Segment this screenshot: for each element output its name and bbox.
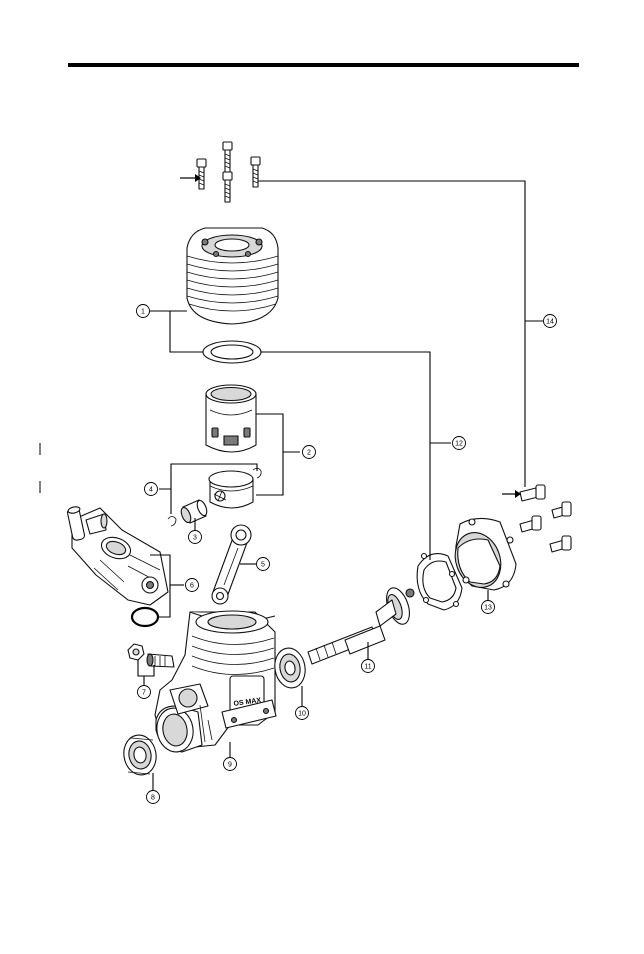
callout-number: 9 — [228, 762, 232, 769]
callout-5: 5 — [257, 558, 270, 571]
needle-screw — [147, 654, 174, 667]
crankcase: OS MAX — [153, 611, 276, 755]
backplate-screw — [552, 502, 571, 518]
callout-number: 5 — [261, 562, 265, 569]
crankshaft — [308, 585, 414, 664]
head-screws — [180, 142, 260, 202]
callout-3: 3 — [189, 531, 202, 544]
head-screw — [251, 157, 260, 187]
needle-nut — [128, 644, 144, 660]
callout-2: 2 — [303, 446, 316, 459]
callout-number: 14 — [546, 319, 554, 326]
backplate-screw — [520, 516, 541, 532]
callout-number: 1 — [141, 309, 145, 316]
callout-12: 12 — [453, 437, 466, 450]
arrow-icon — [502, 490, 521, 498]
callout-number: 6 — [190, 583, 194, 590]
piston — [209, 471, 253, 508]
backplate-screw — [520, 485, 545, 501]
callout-number: 3 — [193, 535, 197, 542]
header-rule — [68, 63, 579, 67]
callout-number: 4 — [149, 487, 153, 494]
wrist-pin — [179, 499, 208, 524]
callout-number: 10 — [298, 711, 306, 718]
callout-11: 11 — [362, 660, 375, 673]
callout-number: 2 — [307, 450, 311, 457]
cylinder-head — [187, 228, 278, 324]
callout-9: 9 — [224, 758, 237, 771]
backplate-screw — [550, 536, 571, 552]
callout-number: 12 — [455, 441, 463, 448]
arrow-icon — [180, 174, 201, 182]
head-screw — [223, 142, 232, 172]
front-bearing — [272, 646, 308, 691]
head-screw — [197, 159, 206, 189]
head-gasket — [203, 341, 261, 363]
callout-number: 7 — [142, 690, 146, 697]
callout-7: 7 — [138, 686, 151, 699]
callout-number: 13 — [484, 605, 492, 612]
rear-bearing — [121, 733, 159, 778]
callout-14: 14 — [544, 315, 557, 328]
callout-13: 13 — [482, 601, 495, 614]
callout-6: 6 — [186, 579, 199, 592]
carburetor-o-ring — [132, 608, 158, 626]
head-screw — [223, 172, 232, 202]
cylinder-liner — [206, 385, 256, 452]
callout-8: 8 — [147, 791, 160, 804]
callout-10: 10 — [296, 707, 309, 720]
callout-number: 11 — [364, 664, 371, 671]
callout-4: 4 — [145, 483, 158, 496]
callout-1: 1 — [137, 305, 150, 318]
callout-number: 8 — [151, 795, 155, 802]
